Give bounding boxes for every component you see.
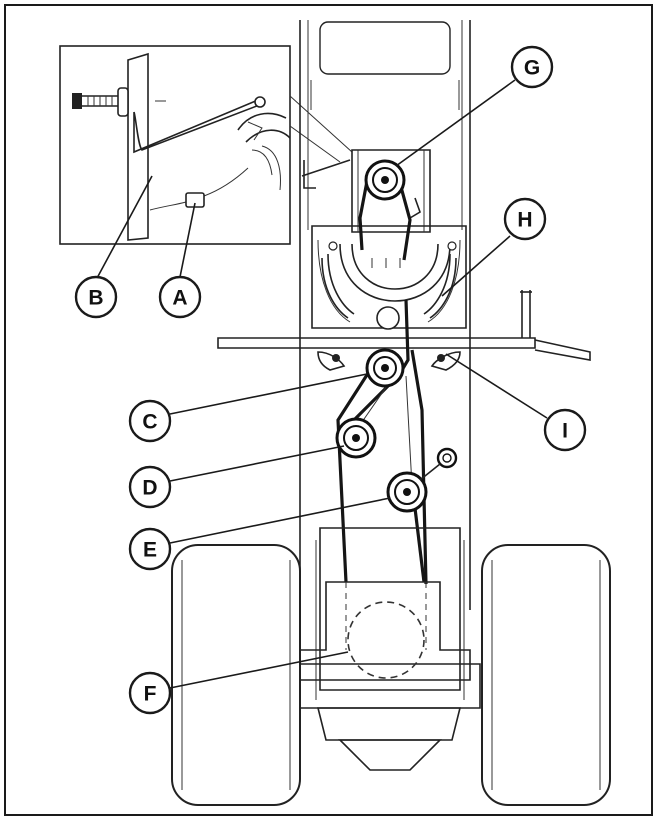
leader-line-g	[395, 79, 516, 167]
callout-b-label: B	[88, 287, 103, 310]
callout-d: D	[128, 465, 172, 509]
bent-rod	[133, 99, 263, 154]
callout-a: A	[158, 275, 202, 319]
leader-line-e	[169, 497, 391, 544]
lower-housing	[295, 527, 481, 771]
upper-housing	[351, 149, 431, 233]
right-wheel	[481, 544, 611, 806]
leader-line-f	[169, 651, 349, 689]
callout-g-label: G	[524, 57, 540, 80]
callout-c: C	[128, 399, 172, 443]
mounting-plate	[127, 52, 149, 241]
idler-knob	[419, 447, 458, 481]
handle-bar	[217, 290, 591, 361]
callout-b: B	[74, 275, 118, 319]
pulley-g	[364, 159, 406, 201]
machine-frame	[299, 20, 471, 610]
engine-pulley	[347, 601, 425, 679]
leader-line-b	[95, 175, 153, 281]
leader-line-i	[445, 353, 548, 419]
callout-f: F	[128, 671, 172, 715]
pulley-c	[365, 348, 405, 388]
callout-i: I	[543, 408, 587, 452]
pulley-e	[386, 471, 428, 513]
bolt-icon	[72, 87, 129, 117]
leader-line-a	[179, 202, 196, 278]
inset-frame	[59, 45, 291, 245]
leader-line-h	[441, 235, 511, 297]
callout-c-label: C	[142, 411, 157, 434]
callout-e: E	[128, 527, 172, 571]
callout-g: G	[510, 45, 554, 89]
inset-detail	[59, 45, 291, 245]
callout-a-label: A	[172, 287, 187, 310]
deck-plate	[311, 225, 467, 330]
callout-d-label: D	[142, 477, 157, 500]
pulley-d	[335, 417, 377, 459]
callout-f-label: F	[144, 683, 157, 706]
wire	[149, 167, 249, 211]
callout-h-label: H	[517, 209, 532, 232]
callout-i-label: I	[562, 420, 568, 443]
callout-h: H	[503, 197, 547, 241]
leader-line-c	[169, 373, 368, 415]
leader-line-d	[169, 445, 345, 482]
callout-e-label: E	[143, 539, 157, 562]
